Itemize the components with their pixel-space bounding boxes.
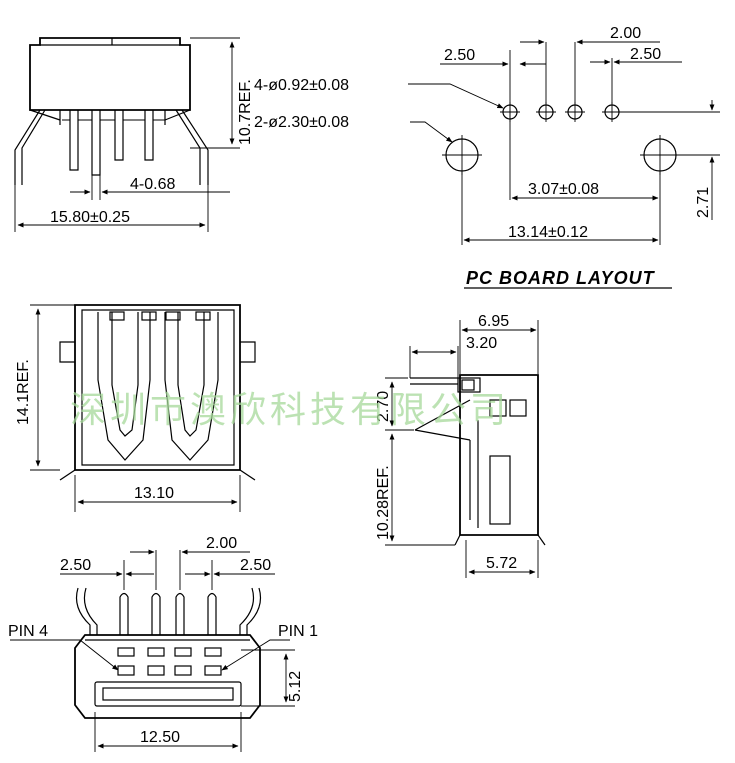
bottom-width-label: 12.50 <box>140 729 180 746</box>
pcb-layout-view <box>408 39 720 289</box>
front-width-label: 13.10 <box>134 485 174 502</box>
profile-top-width-label: 6.95 <box>478 313 509 330</box>
pcb-offset-label: 3.07±0.08 <box>528 181 599 198</box>
side-pin-width-label: 4-0.68 <box>130 176 175 193</box>
bottom-pitch-right-label: 2.50 <box>240 557 271 574</box>
side-height-label: 10.7REF. <box>237 79 254 145</box>
pcb-span-label: 13.14±0.12 <box>508 224 588 241</box>
pcb-hole-small-label: 4-ø0.92±0.08 <box>254 77 349 94</box>
pcb-hole-large-label: 2-ø2.30±0.08 <box>254 114 349 131</box>
bottom-pitch-left-label: 2.50 <box>60 557 91 574</box>
side-width-label: 15.80±0.25 <box>50 209 130 226</box>
profile-height-label: 10.28REF. <box>375 465 392 540</box>
bottom-pin1-label: PIN 1 <box>278 623 318 640</box>
profile-inner-width-label: 3.20 <box>466 335 497 352</box>
front-view <box>30 304 256 512</box>
bottom-pin4-label: PIN 4 <box>8 623 48 640</box>
bottom-view <box>10 549 295 752</box>
profile-bottom-width-label: 5.72 <box>486 555 517 572</box>
watermark-text: 深圳市澳欣科技有限公司 <box>70 390 510 431</box>
bottom-height-label: 5.12 <box>287 671 304 702</box>
side-view <box>14 37 240 232</box>
profile-view <box>385 320 546 578</box>
profile-small-height-label: 2.70 <box>375 391 392 422</box>
pcb-pitch-mid-label: 2.00 <box>610 25 641 42</box>
pcb-vertical-label: 2.71 <box>695 187 712 218</box>
front-height-label: 14.1REF. <box>15 359 32 425</box>
pcb-layout-title: PC BOARD LAYOUT <box>466 268 656 288</box>
pcb-pitch-left-label: 2.50 <box>444 47 475 64</box>
bottom-pitch-mid-label: 2.00 <box>206 535 237 552</box>
pcb-pitch-right-label: 2.50 <box>630 46 661 63</box>
